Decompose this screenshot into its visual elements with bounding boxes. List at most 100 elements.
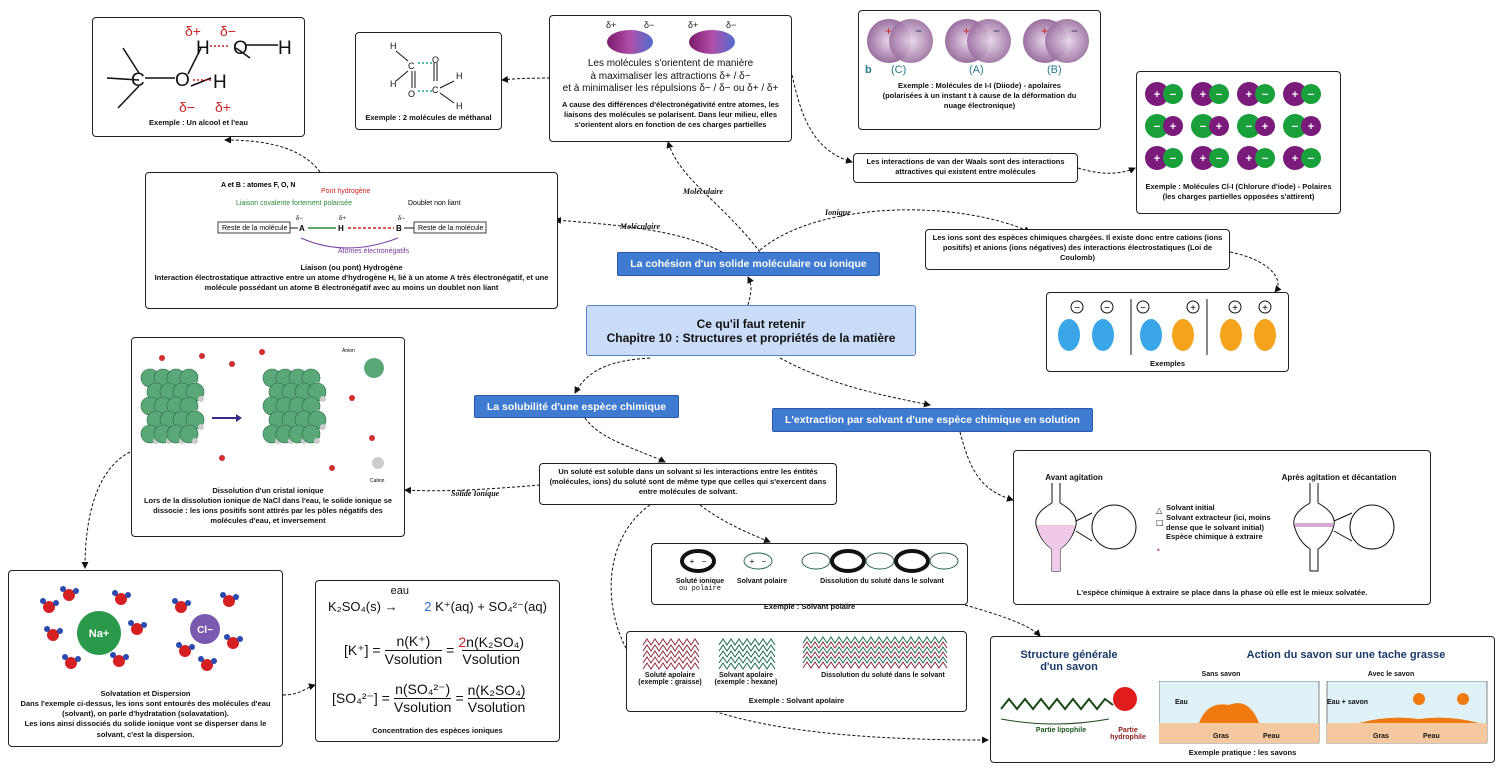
apolar-chain [718, 650, 776, 658]
apolaire-box: Soluté apolaire (exemple : graisse) Solv… [626, 631, 967, 712]
icl-sign: − [1154, 121, 1160, 133]
alcool-caption: Exemple : Un alcool et l'eau [149, 118, 248, 127]
icl-sign: + [1200, 153, 1206, 165]
water-hydrogen [75, 656, 81, 662]
svg-text:O: O [432, 55, 439, 65]
apolar-chain [642, 662, 700, 670]
svg-text:H: H [390, 79, 397, 89]
vdw-box: Les interactions de van der Waals sont d… [853, 153, 1078, 183]
icl-sign: + [1154, 89, 1160, 101]
icl-atom [1145, 146, 1169, 170]
svg-text:−: − [702, 557, 707, 566]
apolaire-solvant: Solvant apolaire (exemple : hexane) [714, 672, 778, 686]
icl-sign: − [1308, 153, 1314, 165]
icl-sign: − [1262, 89, 1268, 101]
water-hydrogen [185, 600, 191, 606]
savon-action [1159, 681, 1488, 744]
methanal-structure: HH CO OC HH [390, 41, 463, 111]
svg-text:Liaison covalente fortement po: Liaison covalente fortement polarisée [236, 200, 352, 207]
icl-atom [1301, 148, 1321, 168]
apolaire-diagram [642, 636, 948, 670]
svg-text:+: + [690, 557, 695, 566]
apolar-chain [802, 646, 948, 654]
hbond-text: Interaction électrostatique attractive e… [154, 273, 549, 293]
apolaire-solute: Soluté apolaire (exemple : graisse) [638, 672, 702, 686]
icl-sign: + [1292, 153, 1298, 165]
water-hydrogen [141, 622, 147, 628]
icl-atom [1163, 116, 1183, 136]
delta-plus-1: δ+ [185, 23, 201, 39]
equation-k: [K⁺] = n(K⁺)Vsolution = 2n(K₂SO₄)Vsoluti… [344, 633, 524, 667]
equation-dissolution: K₂SO₄(s) eau→ 2 K⁺(aq) + SO₄²⁻(aq) [328, 585, 547, 614]
savon-hydrophile: Partie hydrophile [1110, 727, 1146, 741]
water-molecule [229, 361, 235, 367]
icl-sign: + [1200, 89, 1206, 101]
vdw-text: Les interactions de van der Waals sont d… [866, 157, 1065, 177]
icl-sign: + [1308, 121, 1314, 133]
icl-sign: + [1154, 153, 1160, 165]
savon-peau-2: Peau [1423, 733, 1440, 740]
savon-lipophile: Partie lipophile [1035, 727, 1087, 734]
cation-ion [372, 457, 384, 469]
icl-sign: − [1262, 153, 1268, 165]
ions-caption: Exemples [1149, 359, 1186, 368]
branch-solubilite[interactable]: La solubilité d'une espèce chimique [474, 395, 679, 418]
concentration-box: K₂SO₄(s) eau→ 2 K⁺(aq) + SO₄²⁻(aq) [K⁺] … [315, 580, 560, 742]
water-hydrogen [237, 636, 243, 642]
savon-gras-2: Gras [1373, 733, 1389, 740]
water-oxygen [65, 657, 77, 669]
svg-text:+: + [1232, 303, 1238, 314]
apolar-chain [802, 636, 948, 644]
icl-atom [1191, 114, 1215, 138]
legend-solvant-initial: Solvant initial [1166, 503, 1215, 512]
hbond-diagram: A et B : atomes F, O, N Pont hydrogène L… [217, 182, 487, 255]
svg-text:C: C [408, 61, 415, 71]
svg-text:+: + [750, 557, 755, 566]
branch-cohesion[interactable]: La cohésion d'un solide moléculaire ou i… [617, 252, 880, 276]
icl-atom [1209, 148, 1229, 168]
water-oxygen [113, 655, 125, 667]
concentration-caption: Concentration des espèces ioniques [372, 725, 503, 735]
icl-sign: + [1262, 121, 1268, 133]
icl-sign: − [1200, 121, 1206, 133]
apolaire-caption: Exemple : Solvant apolaire [748, 696, 845, 705]
water-hydrogen [112, 590, 118, 596]
icl-atom [1163, 148, 1183, 168]
icl-atom [1237, 82, 1261, 106]
branch-extraction[interactable]: L'extraction par solvant d'une espèce ch… [772, 408, 1093, 432]
savon-caption: Exemple pratique : les savons [1188, 747, 1297, 757]
water-molecule [159, 355, 165, 361]
svg-text:b: b [865, 64, 872, 76]
svg-text:C: C [432, 85, 439, 95]
extraction-apres: Après agitation et décantation [1281, 473, 1397, 482]
svg-text:□: □ [1156, 518, 1164, 527]
svg-text:δ+: δ+ [688, 20, 698, 30]
water-molecule [329, 465, 335, 471]
water-hydrogen [110, 652, 116, 658]
water-oxygen [115, 593, 127, 605]
central-node[interactable]: Ce qu'il faut retenir Chapitre 10 : Stru… [586, 305, 916, 356]
svg-text:δ−: δ− [644, 20, 654, 30]
svg-text:−: − [1140, 303, 1146, 314]
apolar-chain [718, 656, 776, 664]
svg-text:Reste de la molécule: Reste de la molécule [222, 225, 287, 232]
apolar-chain [718, 644, 776, 652]
svg-text:A: A [299, 224, 305, 233]
solvatation-box: Na+ Cl− Solvatation et Dispersion Dans l… [8, 570, 283, 747]
crystal-ion-small [192, 438, 198, 444]
icl-sign: − [1246, 121, 1252, 133]
crystal-ion-small [320, 396, 326, 402]
svg-text:Pont hydrogène: Pont hydrogène [321, 188, 371, 195]
svg-text:O: O [408, 89, 415, 99]
icl-atom [1145, 114, 1169, 138]
hbond-box: A et B : atomes F, O, N Pont hydrogène L… [145, 172, 558, 309]
icl-atom [1301, 84, 1321, 104]
apolar-chain [802, 651, 948, 659]
icl-sign: + [1292, 89, 1298, 101]
nacl-text: Lors de la dissolution ionique de NaCl d… [143, 496, 393, 526]
icl-atom [1191, 82, 1215, 106]
svg-text:H: H [456, 71, 463, 81]
water-oxygen [227, 637, 239, 649]
